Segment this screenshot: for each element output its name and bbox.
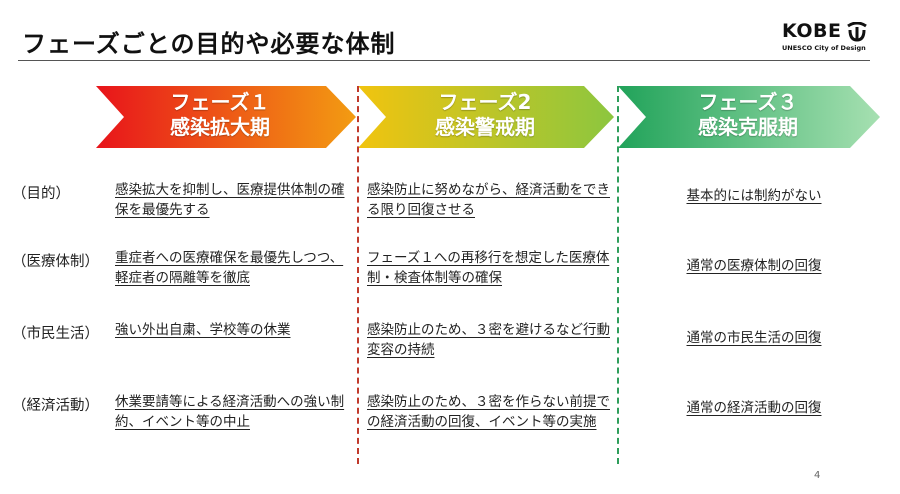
phase-2-name: 感染警戒期 <box>435 115 535 139</box>
cell-medical-phase3: 通常の医療体制の回復 <box>686 258 822 274</box>
phase-1-label: フェーズ１ 感染拡大期 <box>120 90 320 140</box>
cell-economy-phase2: 感染防止のため、３密を作らない前提での経済活動の回復、イベント等の実施 <box>367 394 610 430</box>
page-number: 4 <box>814 470 821 481</box>
cell-civic-phase1: 強い外出自粛、学校等の休業 <box>115 322 291 338</box>
cell-economy-phase3: 通常の経済活動の回復 <box>686 400 822 416</box>
logo-subtitle: UNESCO City of Design <box>782 44 866 52</box>
cell-purpose-phase3: 基本的には制約がない <box>686 188 822 204</box>
phase-divider-2 <box>617 86 619 464</box>
phase-2-label: フェーズ2 感染警戒期 <box>385 90 585 140</box>
cell-economy-phase1: 休業要請等による経済活動への強い制約、イベント等の中止 <box>115 394 345 430</box>
cell-purpose-phase1: 感染拡大を抑制し、医療提供体制の確保を最優先する <box>115 182 345 218</box>
cell-medical-phase1: 重症者への医療確保を最優先しつつ、軽症者の隔離等を徹底 <box>115 250 344 286</box>
kobe-symbol-icon <box>847 22 867 42</box>
logo-wordmark: KOBE <box>782 20 842 42</box>
phase-3-label: フェーズ３ 感染克服期 <box>648 90 848 140</box>
phase-chevrons <box>96 86 880 148</box>
row-label-civic-life: （市民生活） <box>12 326 99 342</box>
phase-1-name: 感染拡大期 <box>170 115 270 139</box>
row-label-purpose: （目的） <box>12 186 70 202</box>
cell-medical-phase2: フェーズ１への再移行を想定した医療体制・検査体制等の確保 <box>367 250 610 286</box>
cell-civic-phase3: 通常の市民生活の回復 <box>686 330 822 346</box>
phase-3-chevron <box>618 86 880 148</box>
cell-purpose-phase2: 感染防止に努めながら、経済活動をできる限り回復させる <box>367 182 610 218</box>
phase-1-chevron <box>96 86 356 148</box>
cell-civic-phase2: 感染防止のため、３密を避けるなど行動変容の持続 <box>367 322 610 358</box>
title-divider <box>18 60 870 61</box>
phase-3-number: フェーズ３ <box>698 90 798 114</box>
kobe-logo: KOBE UNESCO City of Design <box>782 20 872 56</box>
phase-2-chevron <box>358 86 614 148</box>
phase-2-number: フェーズ2 <box>438 90 532 114</box>
phase-3-name: 感染克服期 <box>698 115 798 139</box>
row-label-medical: （医療体制） <box>12 254 99 270</box>
phase-1-number: フェーズ１ <box>170 90 270 114</box>
phase-divider-1 <box>357 86 359 464</box>
page-title: フェーズごとの目的や必要な体制 <box>22 30 396 58</box>
row-label-economy: （経済活動） <box>12 398 99 414</box>
